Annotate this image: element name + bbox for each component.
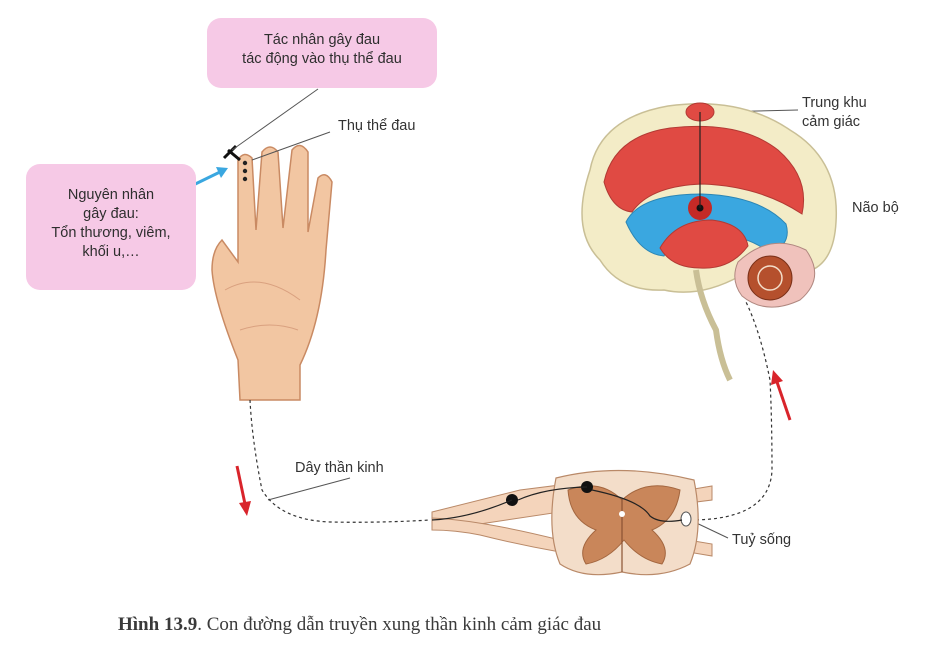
figure-number: Hình 13.9 [118,614,198,635]
brain-label: Não bộ [852,200,899,216]
cause-callout-line-1: Nguyên nhân [67,187,155,203]
sensory-center-label-line-2: cảm giác [802,114,861,130]
sensory-center-label: Trung khu cảm giác [802,94,867,132]
stimulus-callout: Tác nhân gây đau tác động vào thụ thể đa… [207,18,437,88]
ascending-pathway [689,299,773,521]
stimulus-leader-line [231,88,319,151]
nerve-label: Dây thần kinh [295,460,384,476]
cause-callout-line-2: gây đau: [83,206,139,222]
spinal-cord-label: Tuỷ sống [732,532,792,548]
stimulus-pin-icon [222,144,241,162]
nerve-pathway [249,399,431,523]
stimulus-callout-line-1: Tác nhân gây đau [263,32,381,48]
red-arrow-up-icon [771,370,792,421]
cause-callout: Nguyên nhân gây đau: Tổn thương, viêm, k… [26,164,196,290]
figure-caption: Hình 13.9. Con đường dẫn truyền xung thầ… [118,614,601,636]
cause-callout-line-4: khối u,… [82,244,140,260]
spinal-cord [431,469,713,576]
receptor-label: Thụ thể đau [338,118,416,134]
cause-callout-line-3: Tổn thương, viêm, [51,225,171,241]
hand [211,144,333,401]
nerve-leader-line [267,477,351,501]
receptor-leader-line [251,131,331,161]
stimulus-callout-line-2: tác động vào thụ thể đau [242,51,402,67]
red-arrow-down-icon [235,465,251,516]
sensory-center-label-line-1: Trung khu [802,95,867,111]
figure-caption-text: . Con đường dẫn truyền xung thần kinh cả… [197,614,602,635]
pain-receptor-dots [242,160,248,182]
brain [581,102,838,382]
